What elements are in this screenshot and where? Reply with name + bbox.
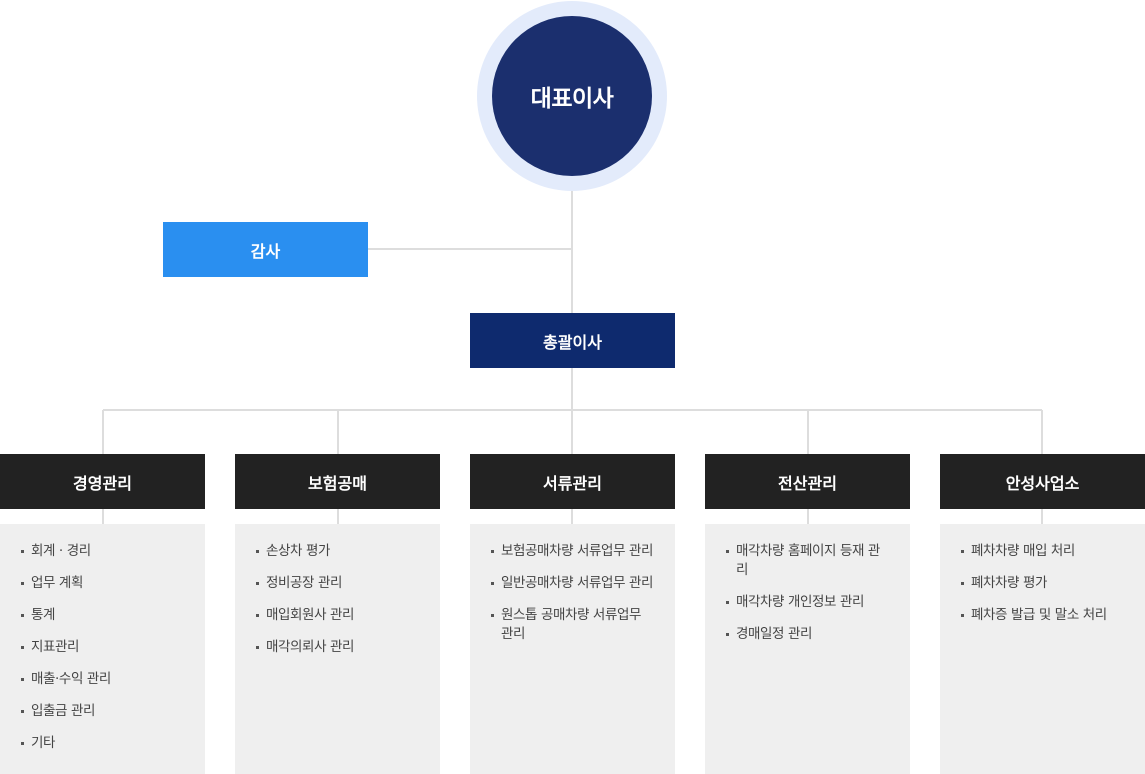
department-insurance-auction-node: 보험공매 [235,454,440,509]
department-document-duties: 보험공매차량 서류업무 관리 일반공매차량 서류업무 관리 원스톱 공매차량 서… [470,524,675,774]
department-insurance-auction-duties: 손상차 평가 정비공장 관리 매입회원사 관리 매각의뢰사 관리 [235,524,440,774]
duty-list: 매각차량 홈페이지 등재 관리 매각차량 개인정보 관리 경매일정 관리 [726,542,890,644]
department-it-duties: 매각차량 홈페이지 등재 관리 매각차량 개인정보 관리 경매일정 관리 [705,524,910,774]
duty-item: 손상차 평가 [256,542,420,561]
duty-item: 정비공장 관리 [256,574,420,593]
duty-item: 회계 · 경리 [21,542,185,561]
duty-item: 기타 [21,734,185,753]
duty-item: 매출·수익 관리 [21,670,185,689]
department-anseong-office-duties: 폐차차량 매입 처리 폐차차량 평가 폐차증 발급 및 말소 처리 [940,524,1145,774]
duty-item: 보험공매차량 서류업무 관리 [491,542,655,561]
duty-item: 매입회원사 관리 [256,606,420,625]
duty-item: 폐차증 발급 및 말소 처리 [961,606,1125,625]
duty-item: 폐차차량 평가 [961,574,1125,593]
duty-item: 매각의뢰사 관리 [256,638,420,657]
duty-item: 폐차차량 매입 처리 [961,542,1125,561]
duty-item: 매각차량 홈페이지 등재 관리 [726,542,890,580]
duty-item: 업무 계획 [21,574,185,593]
duty-item: 입출금 관리 [21,702,185,721]
audit-node: 감사 [163,222,368,277]
department-anseong-office-node: 안성사업소 [940,454,1145,509]
duty-list: 회계 · 경리 업무 계획 통계 지표관리 매출·수익 관리 입출금 관리 기타 [21,542,185,753]
department-document-node: 서류관리 [470,454,675,509]
duty-item: 일반공매차량 서류업무 관리 [491,574,655,593]
department-it-node: 전산관리 [705,454,910,509]
department-label: 서류관리 [543,473,602,493]
ceo-node: 대표이사 [492,16,652,176]
audit-label: 감사 [250,241,281,261]
duty-list: 보험공매차량 서류업무 관리 일반공매차량 서류업무 관리 원스톱 공매차량 서… [491,542,655,644]
department-management-node: 경영관리 [0,454,205,509]
duty-list: 폐차차량 매입 처리 폐차차량 평가 폐차증 발급 및 말소 처리 [961,542,1125,625]
department-label: 전산관리 [778,473,837,493]
department-label: 경영관리 [73,473,132,493]
duty-item: 통계 [21,606,185,625]
general-manager-node: 총괄이사 [470,313,675,368]
duty-item: 원스톱 공매차량 서류업무 관리 [491,606,655,644]
department-label: 보험공매 [308,473,367,493]
department-management-duties: 회계 · 경리 업무 계획 통계 지표관리 매출·수익 관리 입출금 관리 기타 [0,524,205,774]
duty-item: 매각차량 개인정보 관리 [726,593,890,612]
duty-item: 경매일정 관리 [726,625,890,644]
general-manager-label: 총괄이사 [543,332,602,352]
department-label: 안성사업소 [1005,473,1080,493]
ceo-label: 대표이사 [530,86,614,112]
duty-item: 지표관리 [21,638,185,657]
duty-list: 손상차 평가 정비공장 관리 매입회원사 관리 매각의뢰사 관리 [256,542,420,657]
